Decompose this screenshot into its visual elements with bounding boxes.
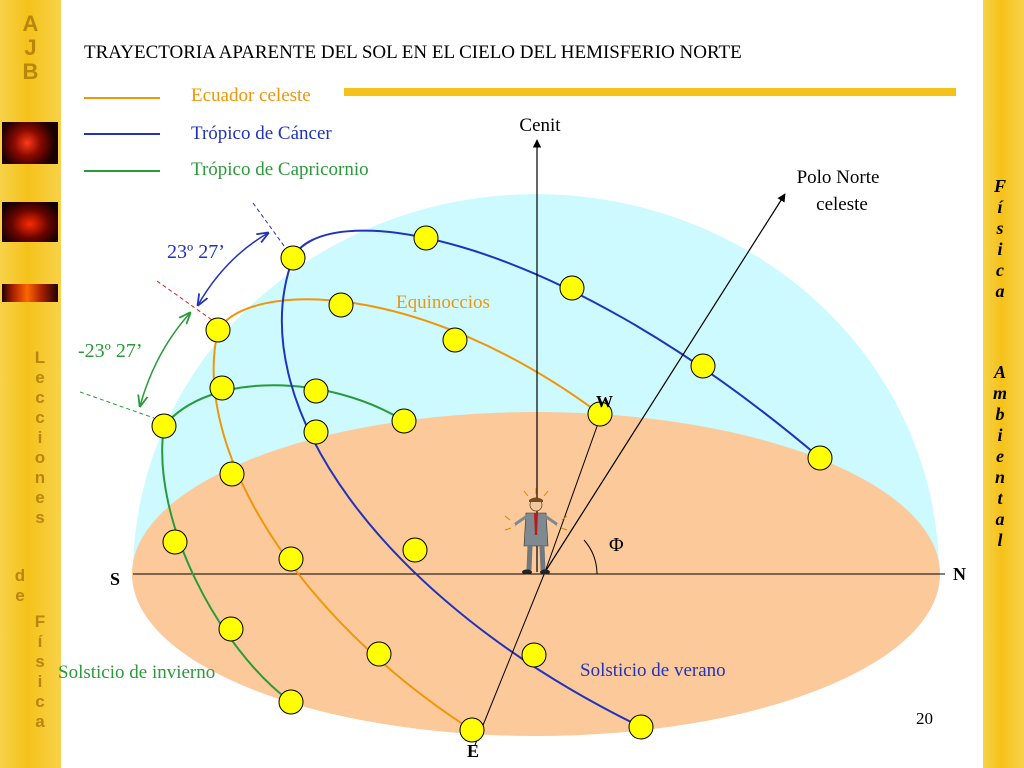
sun-icon — [413, 225, 439, 251]
sun-icon — [459, 717, 485, 743]
equator-tangent-dashed — [156, 280, 213, 321]
label-north: N — [953, 564, 966, 584]
sun-icon — [328, 292, 354, 318]
label-west: W — [596, 392, 613, 411]
spectrum-thumbnail-1 — [2, 122, 58, 164]
sun-icon — [278, 689, 304, 715]
legend-line-cancer — [84, 133, 160, 135]
sun-icon — [219, 461, 245, 487]
sun-icon — [280, 245, 306, 271]
path-cancer-lower — [280, 257, 642, 728]
sun-icon — [402, 537, 428, 563]
capricornio-tangent-dashed — [79, 391, 155, 419]
spectrum-thumbnail-2 — [2, 202, 58, 242]
label-solsticio-verano: Solsticio de verano — [580, 660, 726, 681]
angle-arrow-positive — [198, 233, 268, 305]
sun-icon — [587, 401, 613, 427]
sun-icon — [690, 353, 716, 379]
observer-figure — [504, 488, 568, 575]
sun-icon — [521, 642, 547, 668]
label-south: S — [110, 569, 120, 589]
slide-title: TRAYECTORIA APARENTE DEL SOL EN EL CIELO… — [84, 42, 742, 63]
sun-icon — [628, 714, 654, 740]
label-cenit: Cenit — [519, 115, 561, 136]
right-sidebar — [983, 0, 1024, 768]
legend-line-ecuador — [84, 97, 160, 99]
legend-label-capricornio: Trópico de Capricornio — [191, 159, 369, 180]
path-capricornio-lower — [161, 425, 292, 703]
sun-icon — [303, 419, 329, 445]
sun-icon — [391, 408, 417, 434]
brand-letter: J — [24, 35, 37, 60]
legend-label-cancer: Trópico de Cáncer — [191, 123, 332, 144]
sun-icon — [151, 413, 177, 439]
sun-icon — [366, 641, 392, 667]
ground-plane — [132, 412, 940, 736]
sky-dome — [133, 194, 939, 574]
title-underline-bar — [344, 88, 956, 96]
brand-ajb: A J B — [0, 12, 61, 84]
north-pole-axis-arrow — [544, 193, 786, 573]
sun-icon — [278, 546, 304, 572]
brand-letter: A — [22, 11, 39, 36]
label-equinoccios: Equinoccios — [396, 292, 490, 313]
label-angle-positive: 23º 27’ — [167, 241, 225, 263]
axis-to-east-line — [474, 571, 546, 746]
sun-icon — [205, 317, 231, 343]
path-cancer-upper — [292, 229, 821, 459]
angle-arrow-negative — [140, 313, 190, 406]
spectrum-thumbnail-3 — [2, 284, 58, 302]
path-capricornio-upper — [163, 384, 405, 427]
axis-to-west-line — [544, 417, 601, 573]
label-polo-norte: Polo Norte — [797, 167, 880, 188]
label-latitude-phi: Φ — [609, 534, 624, 556]
brand-letter: B — [22, 59, 39, 84]
page-number: 20 — [916, 709, 933, 728]
path-ecuador-lower — [212, 329, 473, 731]
legend-label-ecuador: Ecuador celeste — [191, 85, 311, 106]
sun-markers — [151, 225, 833, 743]
label-solsticio-invierno: Solsticio de invierno — [58, 662, 215, 683]
sun-icon — [807, 445, 833, 471]
sun-icon — [559, 275, 585, 301]
label-east: E — [467, 741, 479, 761]
label-angle-negative: -23º 27’ — [78, 340, 143, 362]
cancer-tangent-dashed — [252, 202, 288, 251]
latitude-angle-arc — [583, 539, 598, 575]
path-ecuador-upper — [217, 298, 601, 415]
sun-icon — [218, 616, 244, 642]
sun-icon — [303, 378, 329, 404]
sun-icon — [442, 327, 468, 353]
legend-line-capricornio — [84, 170, 160, 172]
sun-icon — [162, 529, 188, 555]
label-celeste: celeste — [816, 194, 868, 215]
sun-icon — [209, 375, 235, 401]
